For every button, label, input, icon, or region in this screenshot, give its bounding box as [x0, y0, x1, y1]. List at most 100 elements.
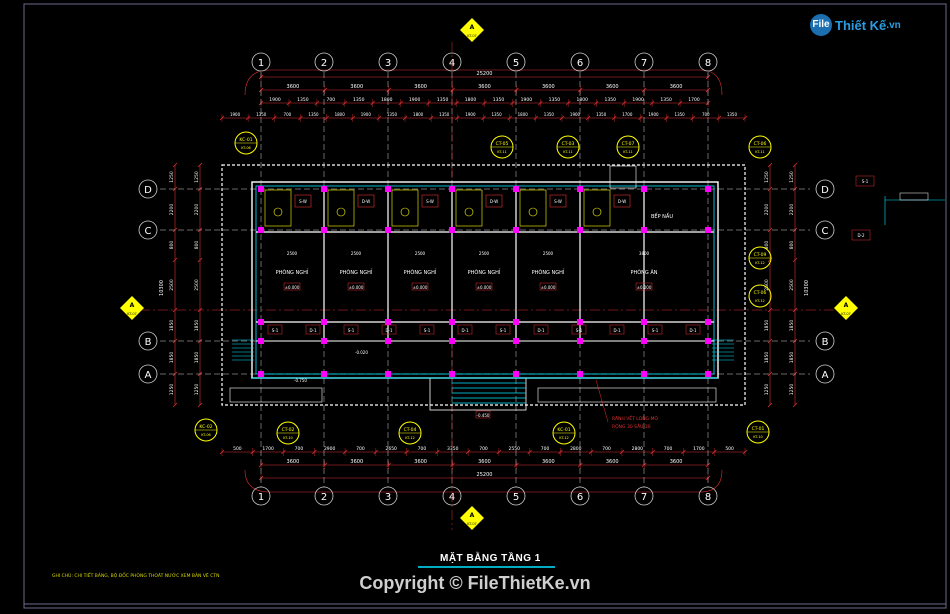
axis-number: 6 [577, 492, 583, 503]
ramp-left [229, 387, 323, 403]
door-box [381, 324, 397, 335]
door-box [647, 324, 663, 335]
room-dim: 2500 [479, 251, 490, 256]
dim-detail-top-label: 1350 [387, 112, 398, 117]
section-tag-code: CT-05 [496, 141, 509, 147]
door-code: S-1 [576, 328, 583, 333]
section-tag-ref: KT-12 [755, 261, 765, 265]
dim-side-tick [767, 162, 773, 168]
door-box [419, 324, 435, 335]
dim-span-bottom-label: 3600 [287, 459, 300, 465]
column [258, 227, 264, 233]
dim-sub-top-label: 1350 [353, 97, 365, 103]
column [385, 186, 391, 192]
axis-number: 2 [321, 58, 327, 69]
axis-number: 6 [577, 58, 583, 69]
section-marker [120, 296, 144, 320]
dim-side-label: 1850 [169, 352, 175, 364]
dim-detail-top-label: 1350 [308, 112, 319, 117]
column [258, 371, 264, 377]
section-marker-label: A [470, 512, 475, 519]
section-tags: KC-01KT-06CT-05KT-11CT-03KT-11CT-07KT-11… [194, 131, 772, 445]
column [449, 186, 455, 192]
dim-span-bottom-label: 3600 [606, 459, 619, 465]
dim-sub-top-label: 1350 [660, 97, 672, 103]
dim-sub-bottom-label: 700 [295, 446, 304, 452]
dim-sub-bottom-label: 500 [725, 446, 734, 452]
dim-sub-top-label: 1700 [688, 97, 700, 103]
dim-sub-top-label: 1350 [549, 97, 561, 103]
room-level: ±0.000 [285, 285, 300, 290]
level-box [635, 282, 653, 291]
entrance-level: -0.450 [477, 413, 490, 418]
dim-detail-top-label: 1700 [622, 112, 633, 117]
sheet-frame [23, 3, 947, 609]
door-code: D-W [490, 199, 498, 204]
toilet-fixture [273, 207, 283, 217]
column [513, 338, 519, 344]
axis-bubble-1 [251, 52, 271, 72]
column [513, 186, 519, 192]
axis-letter: B [145, 337, 152, 348]
column [385, 371, 391, 377]
dim-sub-bottom-label: 1700 [262, 446, 274, 452]
watermark-suffix: .vn [886, 19, 901, 31]
door-tag-box [421, 194, 439, 208]
dim-detail-top-label: 700 [702, 112, 710, 117]
room-level: ±0.000 [637, 285, 652, 290]
door-box [533, 324, 549, 335]
door-box [571, 324, 587, 335]
column [385, 338, 391, 344]
dim-side-label: 1250 [169, 171, 175, 183]
dim-envelope-top [244, 69, 723, 96]
column [705, 186, 711, 192]
dim-side-label: 1850 [194, 352, 200, 364]
dim-side-tick [767, 371, 773, 377]
column [321, 227, 327, 233]
detail-box [851, 229, 871, 241]
watermark-text: Thiết Kế [835, 17, 887, 33]
column [577, 227, 583, 233]
section-tag-code: KC-02 [199, 424, 212, 430]
column [577, 319, 583, 325]
column [705, 338, 711, 344]
dim-span-bottom-label: 3600 [478, 459, 491, 465]
dim-side-label: 800 [169, 241, 175, 250]
room-level: ±0.000 [477, 285, 492, 290]
axis-bubble-5 [506, 52, 526, 72]
axis-letter: A [145, 370, 152, 381]
annotation-leader [595, 379, 609, 423]
dim-sub-top-label: 1900 [632, 97, 644, 103]
dim-side-label: 2500 [194, 279, 200, 291]
building-outline-dashed [221, 164, 746, 406]
axis-number: 8 [705, 58, 711, 69]
dim-sub-bottom-label: 2800 [570, 446, 582, 452]
dim-span-top-label: 3600 [350, 84, 363, 90]
dim-detail-top-label: 1900 [230, 112, 241, 117]
door-code: D-1 [613, 328, 621, 333]
axis-letter: C [822, 226, 829, 237]
kitchen-label: BẾP NẤU [651, 212, 673, 220]
dim-sub-top-label: 1350 [297, 97, 309, 103]
level-box [347, 282, 365, 291]
dim-sub-top-label: 1350 [493, 97, 505, 103]
door-code: S-W [299, 199, 307, 204]
column [385, 319, 391, 325]
axis-letter: B [822, 337, 829, 348]
axis-bubble-3 [378, 486, 398, 506]
room-label: PHÒNG NGHỈ [532, 268, 565, 276]
dim-detail-top-label: 1900 [648, 112, 659, 117]
level-box [411, 282, 429, 291]
axis-bubble-B [815, 331, 835, 351]
axis-bubble-D [138, 179, 158, 199]
column [321, 371, 327, 377]
ramp-right [537, 387, 717, 403]
door-box [305, 324, 321, 335]
dim-span-top-label: 3600 [606, 84, 619, 90]
interior-wall-line [255, 185, 715, 375]
axis-bubble-7 [634, 52, 654, 72]
room-label: PHÒNG ĂN [630, 269, 657, 276]
axis-bubble-2 [314, 52, 334, 72]
toilet-cubicle [391, 189, 419, 227]
